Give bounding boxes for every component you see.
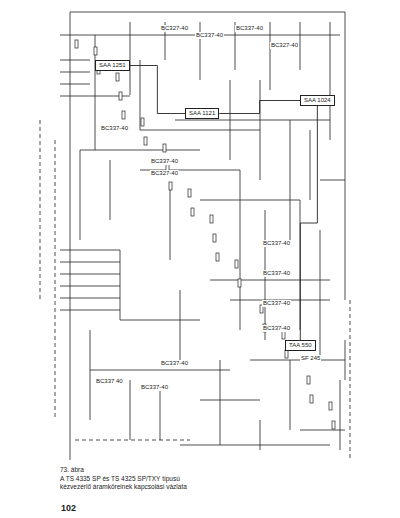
resistor-symbol <box>119 92 122 100</box>
resistor-symbol <box>235 260 238 268</box>
resistor-symbol <box>329 402 332 410</box>
resistor-symbol <box>188 189 191 197</box>
figure-title: 73. ábra <box>60 466 84 474</box>
part-number: BC337-40 <box>140 384 169 391</box>
part-number: BC327-40 <box>160 25 189 32</box>
resistor-symbol <box>210 215 213 223</box>
ic-box: SAA 1024 <box>300 95 335 106</box>
part-number: BC337-40 <box>100 125 129 132</box>
wire-connector <box>219 101 300 114</box>
wire-connector <box>300 106 317 340</box>
part-number: BC337-40 <box>262 240 291 247</box>
resistor-symbol <box>122 111 125 119</box>
resistor-symbol <box>191 208 194 216</box>
ic-label: TAA 550 <box>289 342 312 349</box>
ic-label: SAA 1251 <box>99 62 126 69</box>
resistor-symbol <box>116 73 119 81</box>
resistor-symbol <box>332 421 335 429</box>
ic-label: SAA 1121 <box>189 110 215 117</box>
figure-caption: A TS 4335 SP és TS 4325 SP/TXY típusú ké… <box>60 475 210 491</box>
ic-box: SAA 1121 <box>185 108 219 119</box>
ic-box: SAA 1251 <box>95 60 130 71</box>
page-number: 102 <box>60 505 77 512</box>
resistor-symbol <box>141 118 144 126</box>
resistor-symbol <box>169 182 172 190</box>
part-number: BC337-40 <box>160 360 189 367</box>
part-number: SF 245 <box>300 355 321 362</box>
part-number: BC337-40 <box>195 32 224 39</box>
part-number: BC337-40 <box>262 300 291 307</box>
resistor-symbol <box>307 376 310 384</box>
resistor-symbol <box>238 279 241 287</box>
part-number: BC337-40 <box>150 158 179 165</box>
part-number: BC337-40 <box>262 325 291 332</box>
resistor-symbol <box>285 350 288 358</box>
resistor-symbol <box>310 395 313 403</box>
wire-connector <box>130 66 185 114</box>
part-number: BC337 40 <box>95 378 124 385</box>
resistor-symbol <box>282 331 285 339</box>
resistor-symbol <box>75 40 78 48</box>
resistor-symbol <box>94 47 97 55</box>
part-number: BC337-40 <box>235 25 264 32</box>
resistor-symbol <box>144 137 147 145</box>
resistor-symbol <box>163 144 166 152</box>
part-number: BC337-40 <box>262 270 291 277</box>
part-number: BC327-40 <box>270 42 299 49</box>
resistor-symbol <box>213 234 216 242</box>
resistor-symbol <box>216 253 219 261</box>
ic-label: SAA 1024 <box>304 97 331 104</box>
part-number: BC327-40 <box>150 170 179 177</box>
ic-box: TAA 550 <box>285 340 316 351</box>
